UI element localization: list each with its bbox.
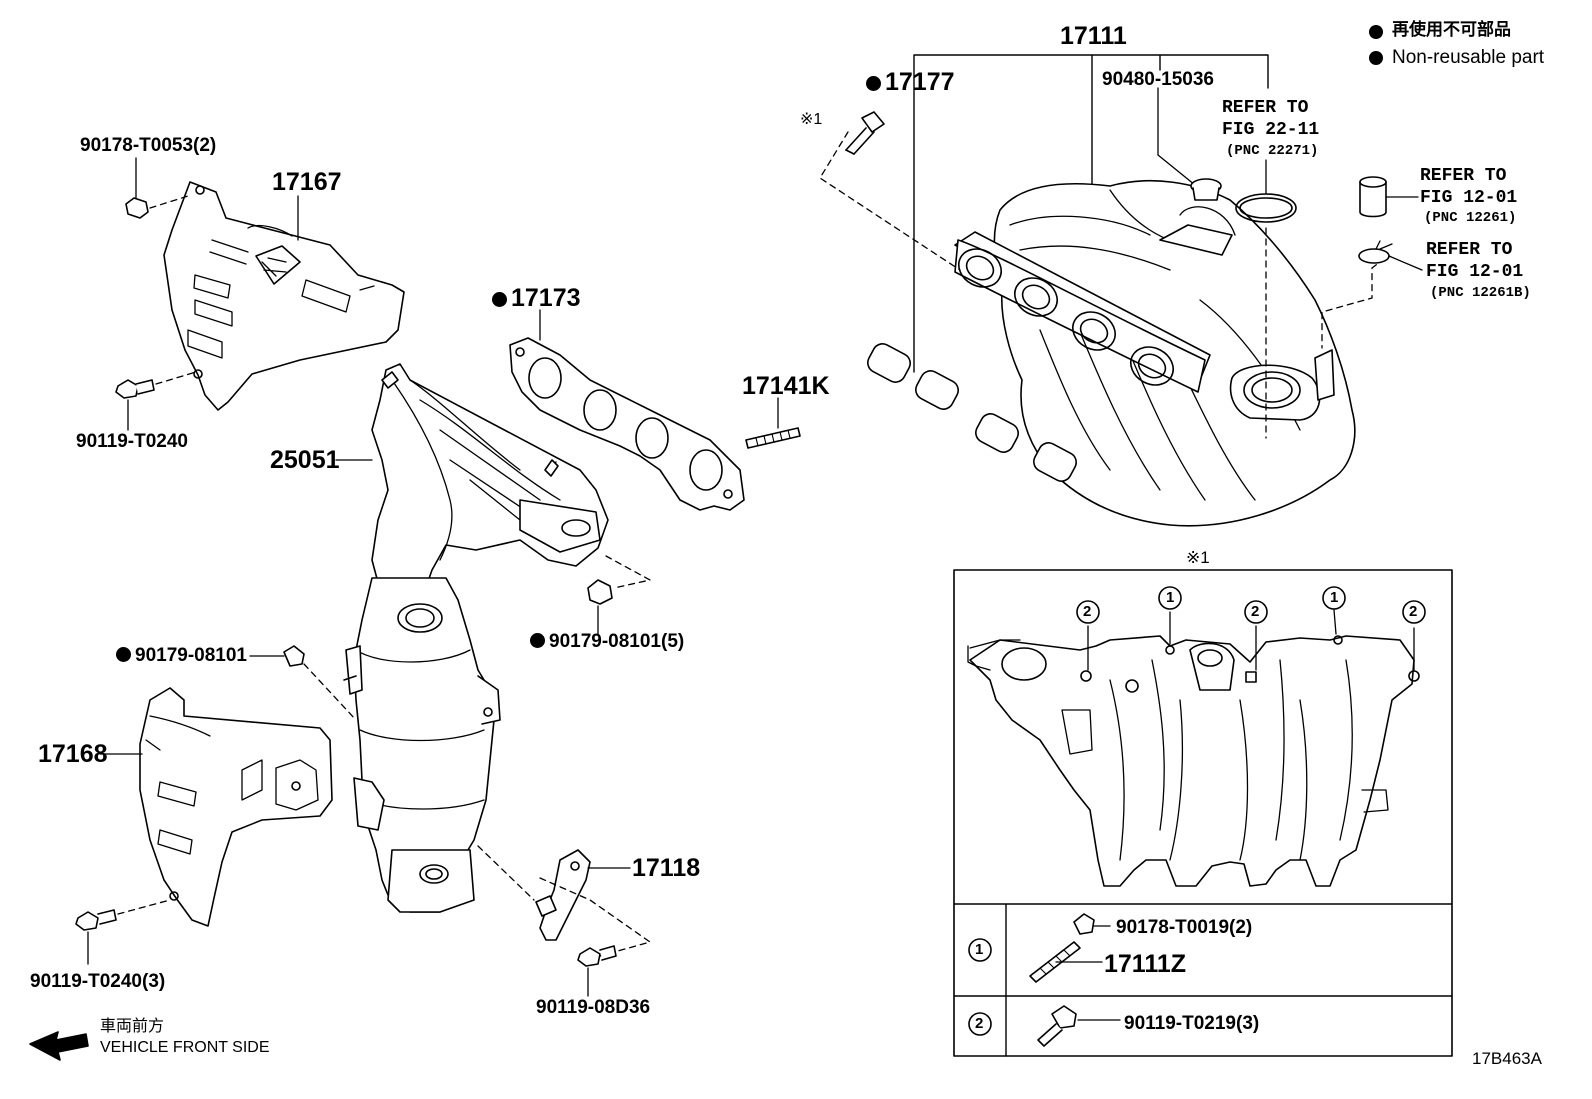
callout-17111: 17111 — [1060, 22, 1127, 50]
detail-marker-a: 2 — [1083, 603, 1092, 620]
row2-part-bolt: 90119-T0219(3) — [1124, 1013, 1260, 1034]
detail-marker-c: 2 — [1251, 603, 1260, 620]
legend-dot-icon — [1369, 51, 1383, 65]
exhaust-manifold-25051 — [371, 363, 609, 601]
callout-90119-t0240: 90119-T0240 — [76, 431, 188, 452]
o-ring-icon — [1235, 159, 1297, 223]
intake-gaskets-17177 — [867, 343, 1077, 482]
flange-bolt-icon — [845, 111, 885, 155]
row1-part-stud: 17111Z — [1104, 950, 1187, 978]
bracket-17118 — [477, 845, 651, 957]
upper-insulator-nut-icon — [125, 157, 189, 219]
hose-icon — [1359, 176, 1419, 218]
ref-12-01b-line3: (PNC 12261B) — [1430, 285, 1531, 301]
upper-insulator-bolt-icon — [115, 371, 197, 431]
row1-key: 1 — [975, 941, 984, 958]
heat-insulator-lower-17168 — [139, 687, 333, 927]
callout-90119-08d36: 90119-08D36 — [536, 997, 651, 1018]
legend-en: Non-reusable part — [1392, 47, 1545, 68]
bracket-bolt-icon — [577, 945, 617, 997]
front-side-en: VEHICLE FRONT SIDE — [100, 1039, 270, 1056]
front-arrow-icon — [29, 1031, 89, 1061]
callout-17118: 17118 — [632, 854, 701, 882]
ref-12-01-line1: REFER TO — [1420, 166, 1507, 186]
front-side-jp: 車両前方 — [100, 1016, 165, 1035]
callout-90480-15036: 90480-15036 — [1102, 69, 1214, 90]
row2-key: 2 — [975, 1015, 984, 1032]
ref-12-01-line3: (PNC 12261) — [1424, 210, 1517, 226]
callout-17173: 17173 — [492, 286, 581, 311]
callout-25051: 25051 — [270, 446, 340, 474]
ref-12-01b-line1: REFER TO — [1426, 240, 1513, 260]
ref-12-01b-line2: FIG 12-01 — [1426, 262, 1524, 282]
callout-17168: 17168 — [38, 740, 108, 768]
ref-12-01-line2: FIG 12-01 — [1420, 188, 1518, 208]
callout-90119-t0240-3: 90119-T0240(3) — [30, 971, 166, 992]
legend-dot-icon — [1369, 25, 1383, 39]
converter-nut-icon — [249, 645, 357, 721]
detail-marker-b: 1 — [1166, 589, 1175, 606]
hose-plug-icon — [1157, 87, 1222, 201]
callout-90178-t0053: 90178-T0053(2) — [80, 135, 217, 156]
bolt-detail-ref: ※1 — [800, 111, 823, 128]
exhaust-gasket-17173 — [509, 309, 745, 511]
detail-marker-d: 1 — [1330, 589, 1339, 606]
ref-22-11-line3: (PNC 22271) — [1226, 143, 1319, 159]
dashed-leader-bolt — [819, 131, 961, 271]
figure-code: 17B463A — [1472, 1049, 1542, 1068]
detail-box-marker: ※1 — [1186, 548, 1210, 567]
ref-22-11-line1: REFER TO — [1222, 98, 1309, 118]
callout-17167: 17167 — [272, 168, 342, 196]
detail-marker-e: 2 — [1409, 603, 1418, 620]
catalytic-converter — [343, 577, 501, 913]
detail-box — [953, 569, 1453, 1057]
manifold-nut-icon — [587, 555, 651, 635]
intake-manifold-17111 — [913, 54, 1356, 527]
lower-insulator-bolt-icon — [75, 899, 171, 965]
callout-90179-08101-5: 90179-08101(5) — [530, 632, 684, 651]
callout-90179-08101: 90179-08101 — [116, 646, 247, 665]
row1-part-nut: 90178-T0019(2) — [1116, 917, 1253, 938]
hose-clip-icon — [1358, 240, 1423, 271]
dashed-leader-plug — [1321, 257, 1386, 349]
stud-bolt-icon — [745, 397, 801, 449]
callout-17141k: 17141K — [742, 372, 830, 400]
callout-17177: 17177 — [866, 70, 955, 95]
ref-22-11-line2: FIG 22-11 — [1222, 120, 1320, 140]
legend-jp: 再使用不可部品 — [1392, 20, 1511, 40]
heat-insulator-upper-17167 — [163, 181, 405, 411]
